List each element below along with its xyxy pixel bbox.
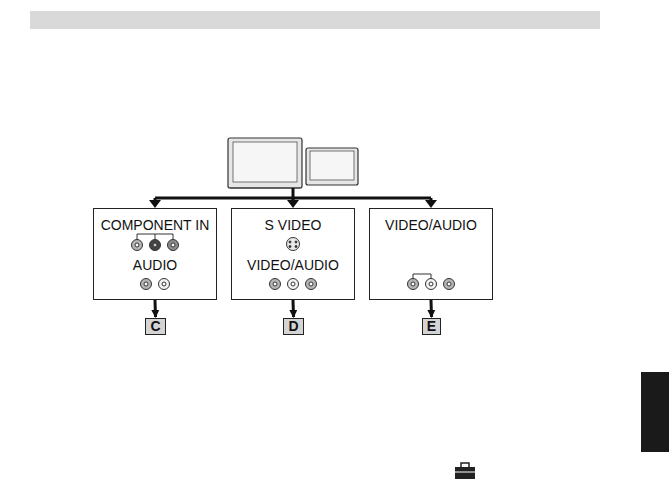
connector-panel: VIDEO/AUDIO: [369, 208, 493, 300]
reference-letter-text: E: [423, 319, 440, 334]
tv-large: [228, 138, 302, 188]
split-arrowheads: [149, 200, 437, 208]
header-band: [30, 11, 600, 29]
down-arrow: [292, 300, 296, 317]
connector-panel: S VIDEO VIDEO/AUDIO: [231, 208, 355, 300]
av-jacks: [408, 274, 455, 290]
toolbox-icon: [455, 463, 475, 479]
connector-panel: COMPONENT IN AUDIO: [93, 208, 217, 300]
reference-letter: E: [422, 318, 441, 335]
reference-letter: D: [283, 318, 303, 335]
side-tab: [641, 372, 669, 452]
port-label: AUDIO: [94, 257, 216, 273]
port-label: VIDEO/AUDIO: [232, 257, 354, 273]
reference-letter: C: [145, 318, 165, 335]
port-label: S VIDEO: [232, 217, 354, 233]
down-arrow: [430, 300, 434, 317]
reference-letter-text: D: [284, 319, 302, 334]
split-connector: [155, 188, 431, 201]
reference-letter-text: C: [146, 319, 164, 334]
down-arrow: [154, 300, 158, 317]
tv-small: [306, 148, 358, 185]
port-label: COMPONENT IN: [94, 217, 216, 233]
port-label: VIDEO/AUDIO: [370, 217, 492, 233]
